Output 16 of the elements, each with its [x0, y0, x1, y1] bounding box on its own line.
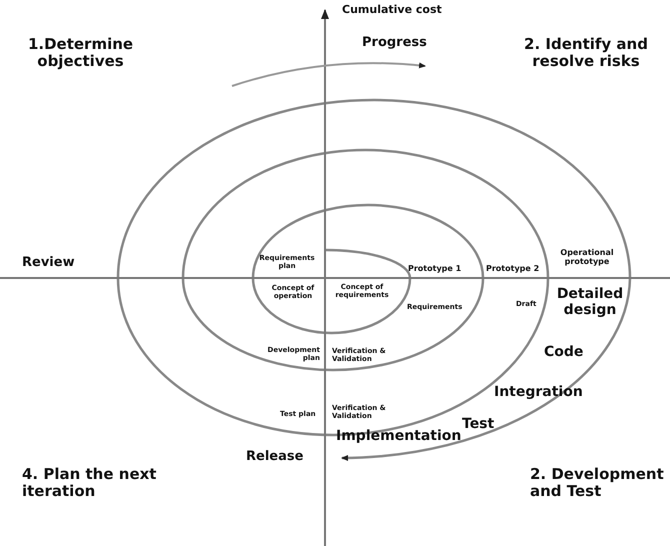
label-text: 2. Identify and resolve risks — [523, 36, 649, 70]
label-text: Cumulative cost — [342, 4, 442, 17]
label-text: Review — [22, 256, 75, 271]
label-text: Implementation — [336, 428, 462, 444]
label-text: Prototype 2 — [486, 264, 540, 274]
label-text: 2. Development and Test — [530, 466, 665, 500]
label-text: 4. Plan the next iteration — [22, 466, 158, 500]
label-text: 1.Determine objectives — [26, 36, 134, 70]
label-text: Code — [544, 344, 584, 360]
label-text: Prototype 1 — [408, 264, 462, 274]
label-text: Test — [462, 416, 494, 432]
label-text: Progress — [362, 36, 427, 51]
label-text: Operational prototype — [559, 248, 615, 266]
label-text: Integration — [494, 384, 583, 400]
label-text: Detailed design — [556, 286, 624, 318]
label-text: Release — [246, 450, 304, 465]
